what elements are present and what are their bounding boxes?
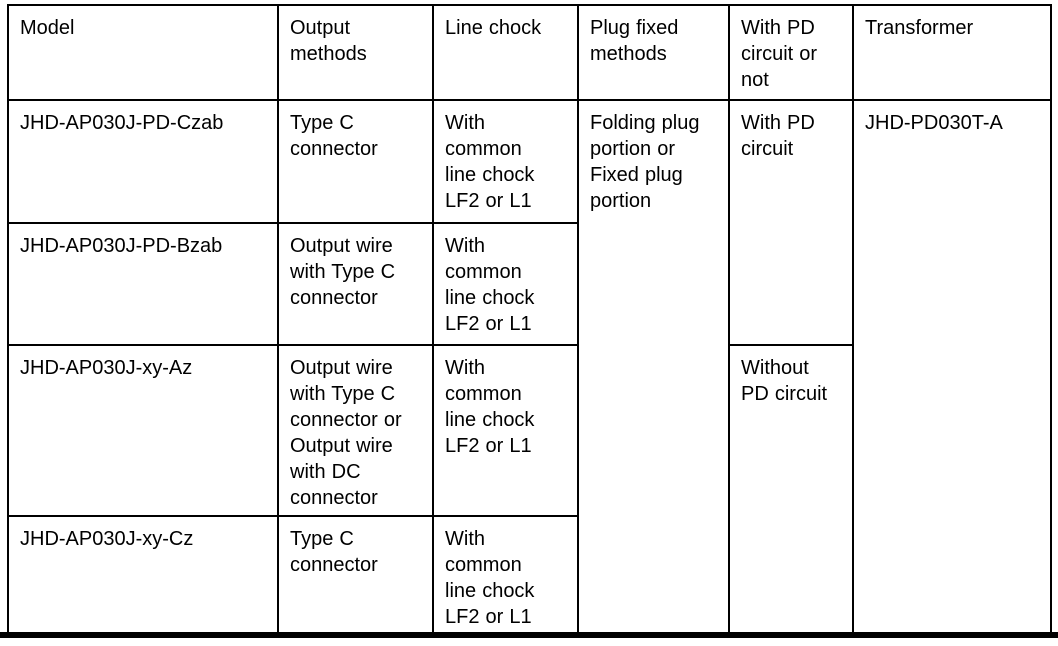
column-header-transformer: Transformer [852,4,1052,101]
cell-with-pd-circuit: With PD circuit [728,99,854,346]
cell-model: JHD-AP030J-PD-Czab [7,99,279,224]
cell-output-methods: Type C connector [277,99,434,224]
cell-line-chock: With common line chock LF2 or L1 [432,222,579,346]
cell-output-methods: Type C connector [277,515,434,636]
cell-model: JHD-AP030J-xy-Az [7,344,279,517]
column-header-plug-fixed-methods: Plug fixed methods [577,4,730,101]
header-row: Model Output methods Line chock Plug fix… [7,4,1052,101]
table-row: JHD-AP030J-PD-Bzab Output wire with Type… [7,222,1051,346]
cell-output-methods: Output wire with Type C connector [277,222,434,346]
cell-model: JHD-AP030J-xy-Cz [7,515,279,636]
product-spec-table: Model Output methods Line chock Plug fix… [7,4,1052,636]
table-row: JHD-AP030J-xy-Cz Type C connector With c… [7,515,1051,636]
cell-line-chock: With common line chock LF2 or L1 [432,344,579,517]
cell-without-pd-circuit: Without PD circuit [728,344,854,636]
cell-plug-fixed-methods: Folding plug portion or Fixed plug porti… [577,99,730,636]
thick-bottom-rule [0,632,1058,638]
column-header-pd-circuit: With PD circuit or not [728,4,854,101]
cell-line-chock: With common line chock LF2 or L1 [432,99,579,224]
column-header-output-methods: Output methods [277,4,434,101]
cell-model: JHD-AP030J-PD-Bzab [7,222,279,346]
cell-output-methods: Output wire with Type C connector or Out… [277,344,434,517]
table-row: JHD-AP030J-xy-Az Output wire with Type C… [7,344,1051,636]
table-row: JHD-AP030J-PD-Czab Type C connector With… [7,99,1052,636]
cell-transformer: JHD-PD030T-A [852,99,1052,636]
cell-line-chock: With common line chock LF2 or L1 [432,515,579,636]
column-header-model: Model [7,4,279,101]
column-header-line-chock: Line chock [432,4,579,101]
